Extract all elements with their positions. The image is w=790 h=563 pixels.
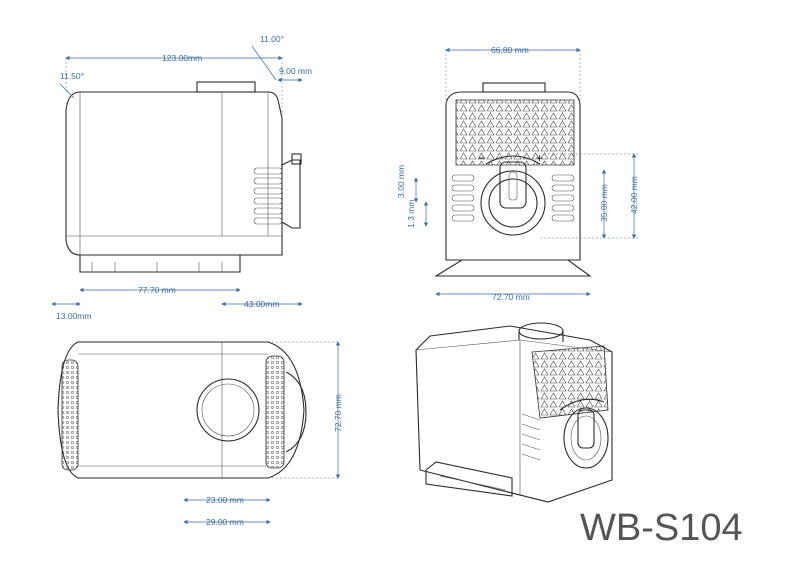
front-view: − + 66.80 mm 72.70 mm 3.00 mm 1.3 mm 35.…	[396, 45, 640, 302]
plus-icon: +	[536, 151, 543, 165]
dim-inner-diameter: 23.00 mm	[206, 495, 244, 505]
dim-left-angle: 11.50°	[60, 71, 84, 81]
top-view: 72.70 mm 23.00 mm 29.00 mm	[57, 341, 343, 527]
iso-side-slots	[521, 413, 541, 461]
dim-front-width: 66.80 mm	[491, 45, 529, 55]
dim-outlet-length: 43.00mm	[244, 299, 279, 309]
dim-inlet-height: 35.00 mm	[599, 184, 609, 222]
dim-base-width: 72.70 mm	[492, 292, 530, 302]
dim-gap-small: 3.00 mm	[396, 165, 406, 198]
isometric-view	[415, 322, 613, 503]
dim-top-angle: 11.00°	[260, 34, 284, 44]
side-view: 123.00mm 11.00° 9.00 mm 11.50° 77.70 mm …	[51, 34, 312, 321]
side-grille	[253, 167, 283, 225]
dim-top-depth: 72.70 mm	[333, 394, 343, 432]
dim-base-length: 77.70 mm	[138, 285, 176, 295]
front-right-slots	[551, 174, 575, 222]
dim-base-overhang: 13.00mm	[56, 311, 91, 321]
dim-outlet-offset: 9.00 mm	[279, 66, 312, 76]
minus-icon: −	[478, 151, 485, 165]
dim-gap-tiny: 1.3 mm	[406, 200, 416, 228]
dim-outer-diameter: 29.00 mm	[206, 517, 244, 527]
front-left-slots	[451, 174, 475, 222]
dim-overall-length: 123.00mm	[162, 53, 202, 63]
dim-overall-height: 42.00 mm	[629, 176, 639, 214]
model-label: WB-S104	[580, 507, 743, 549]
